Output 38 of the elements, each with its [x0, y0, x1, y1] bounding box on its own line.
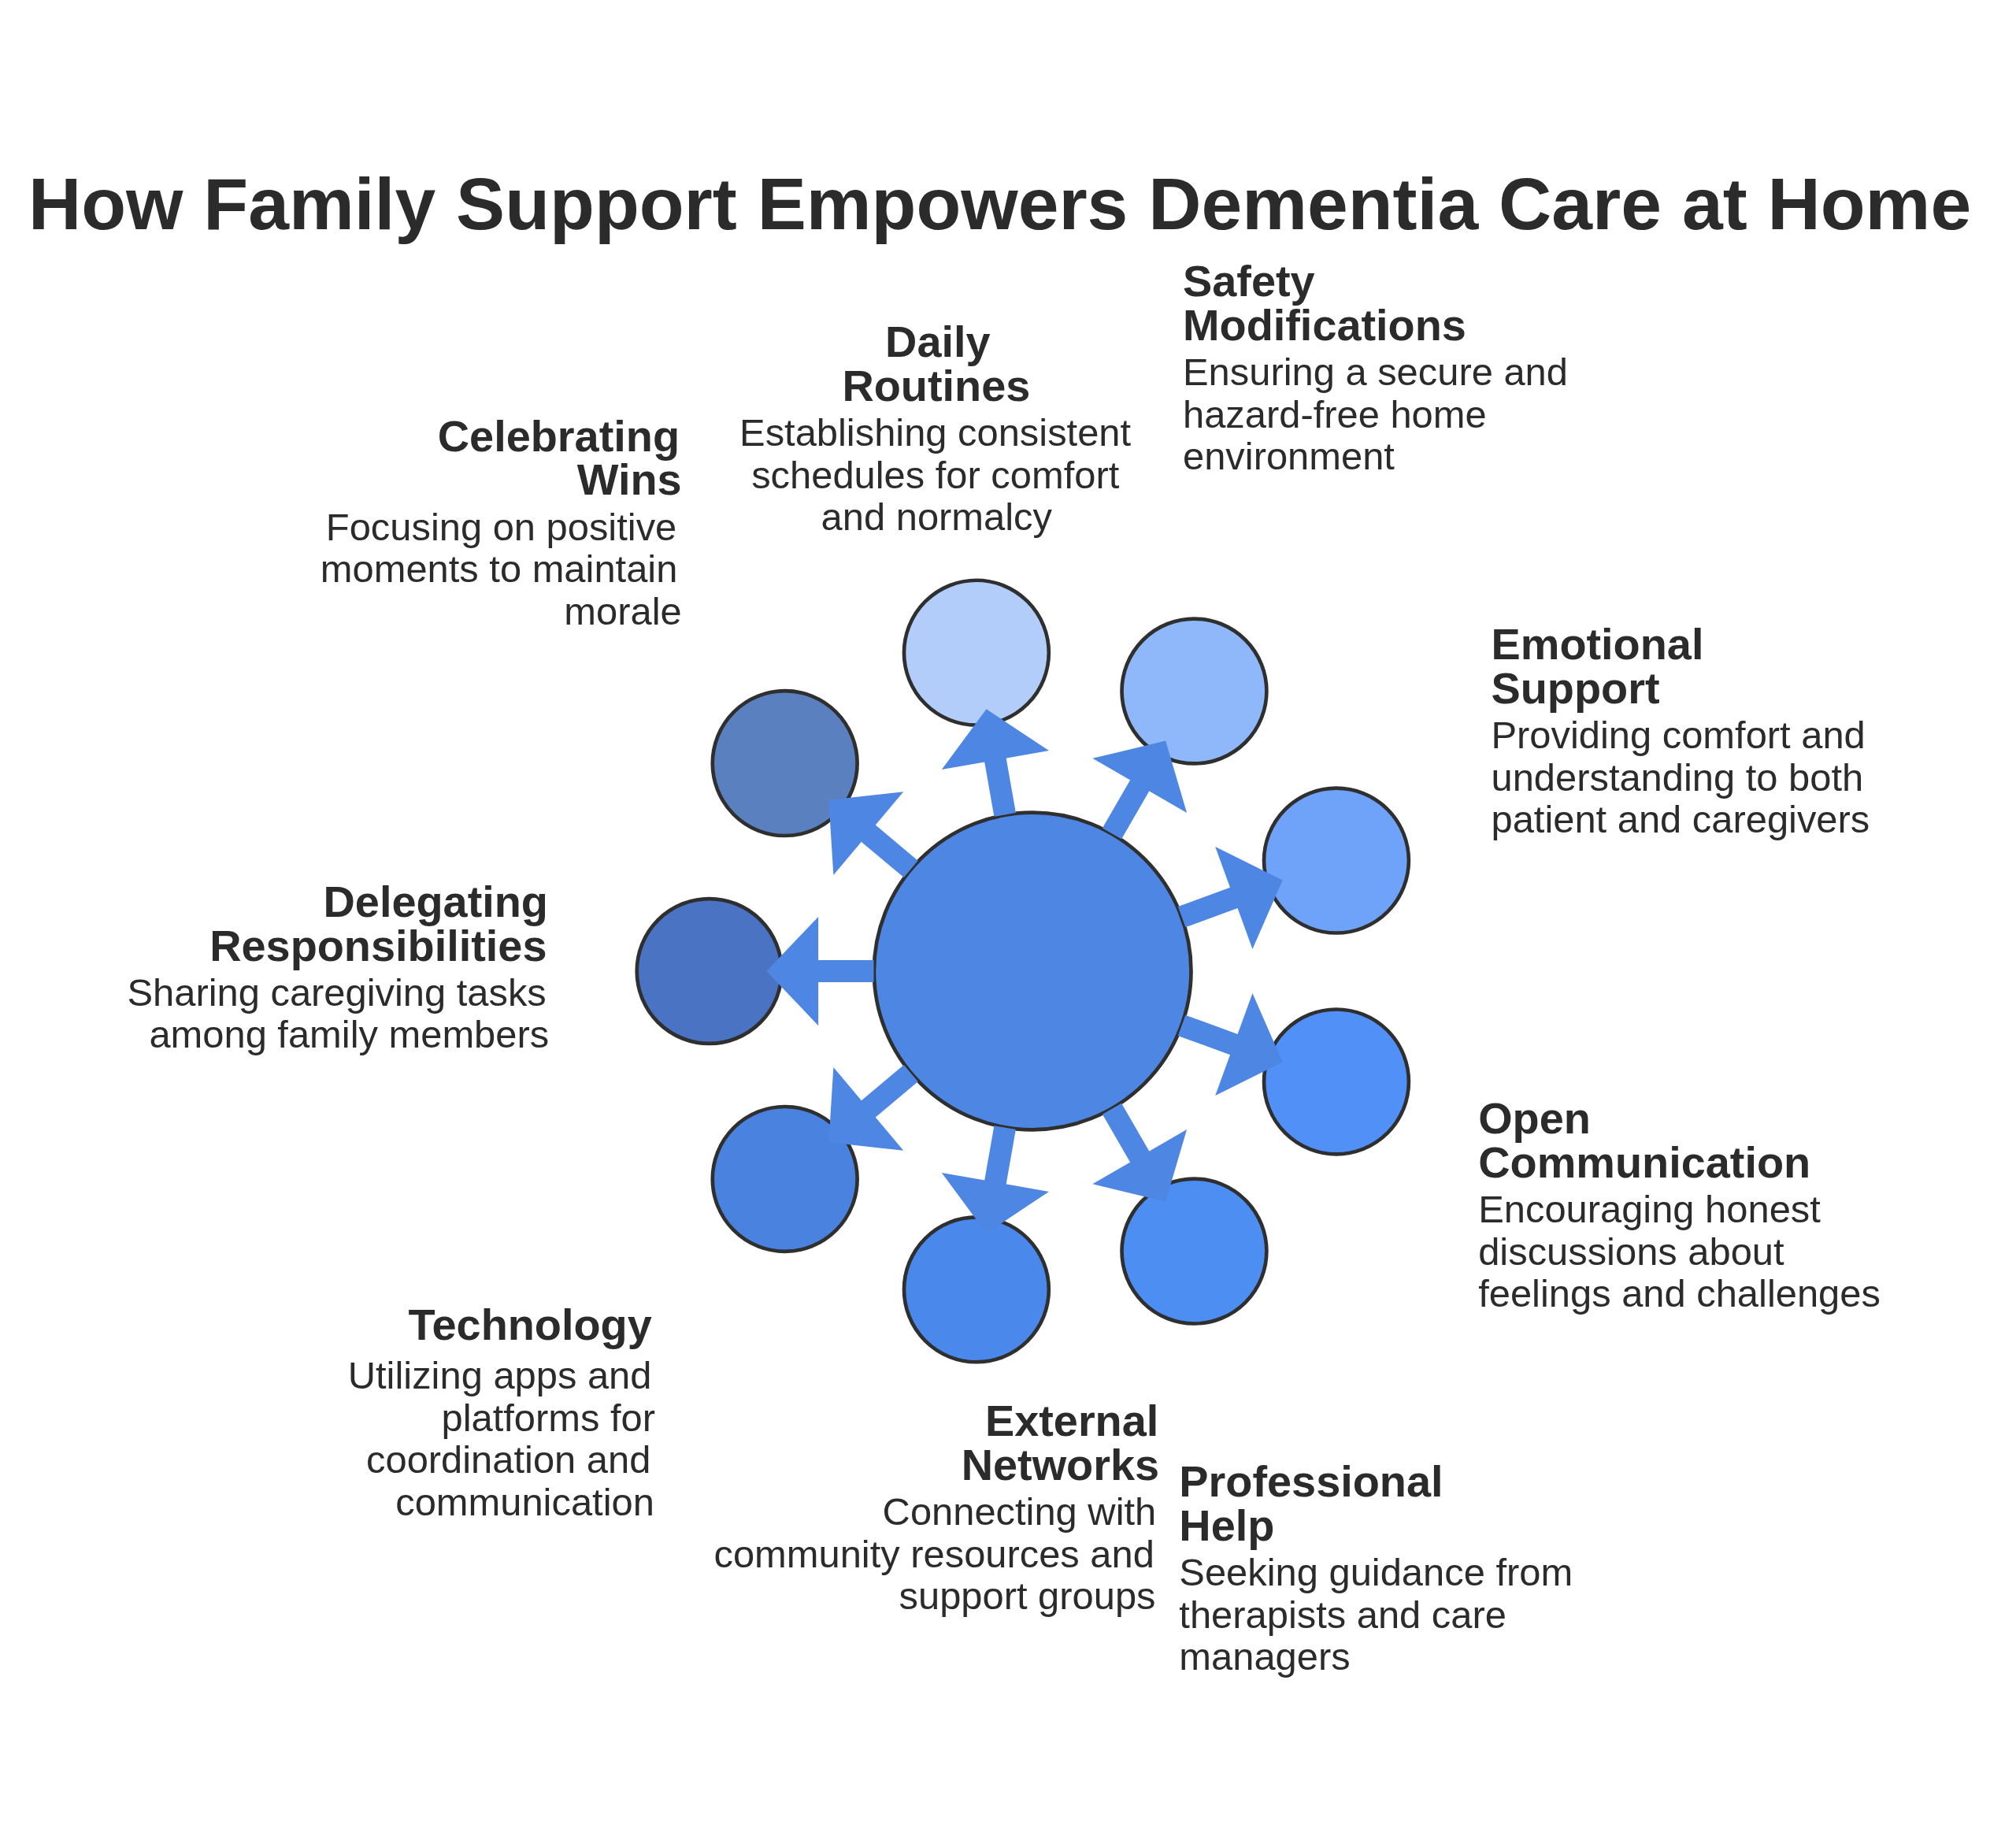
node-label: Focusing on positive moments to maintain morale — [320, 505, 682, 632]
node-label: Providing comfort and understanding to both patient and caregivers — [1491, 714, 1870, 841]
node-label: Professional Help — [1179, 1456, 1443, 1550]
diagram-title: How Family Support Empowers Dementia Care at Home — [28, 162, 1972, 245]
node-label: Delegating Responsibilities — [209, 876, 548, 970]
node-label: Sharing caregiving tasks among family members — [127, 970, 550, 1056]
node-circle — [902, 578, 1051, 727]
node-circle — [710, 688, 859, 838]
arrow — [1177, 993, 1283, 1096]
node-circle — [1262, 786, 1411, 935]
node-label: Technology — [408, 1300, 652, 1350]
node-label: Ensuring a secure and hazard-free home environment — [1183, 350, 1568, 478]
node-label: Seeking guidance from therapists and care managers — [1179, 1551, 1573, 1678]
arrow — [828, 792, 918, 878]
node-circle — [902, 1215, 1051, 1364]
node-label: Connecting with community resources and support groups — [713, 1490, 1157, 1618]
node-label: Establishing consistent schedules for comfort and normalcy — [739, 411, 1132, 539]
node-label: Daily Routines — [842, 317, 1031, 411]
node-circle — [1120, 617, 1269, 766]
node-circle — [1120, 1177, 1269, 1326]
arrow — [828, 1064, 918, 1151]
arrow — [941, 1126, 1049, 1233]
node-label: External Networks — [961, 1395, 1160, 1489]
node-label: Utilizing apps and platforms for coordination and communication — [347, 1354, 655, 1523]
arrow — [1092, 740, 1188, 840]
node-label: Emotional Support — [1491, 619, 1704, 714]
arrow — [1092, 1103, 1188, 1202]
node-circle — [635, 896, 784, 1046]
node-circle — [1262, 1007, 1411, 1156]
node-label: Celebrating Wins — [437, 410, 682, 505]
node-label: Encouraging honest discussions about feelings and challenges — [1478, 1188, 1881, 1315]
node-circle — [872, 810, 1193, 1132]
arrow — [1177, 847, 1283, 949]
node-label: Open Communication — [1478, 1092, 1811, 1187]
node-label: Safety Modifications — [1183, 256, 1466, 350]
arrow — [766, 916, 874, 1026]
node-circle — [710, 1104, 859, 1254]
arrow — [941, 709, 1049, 817]
